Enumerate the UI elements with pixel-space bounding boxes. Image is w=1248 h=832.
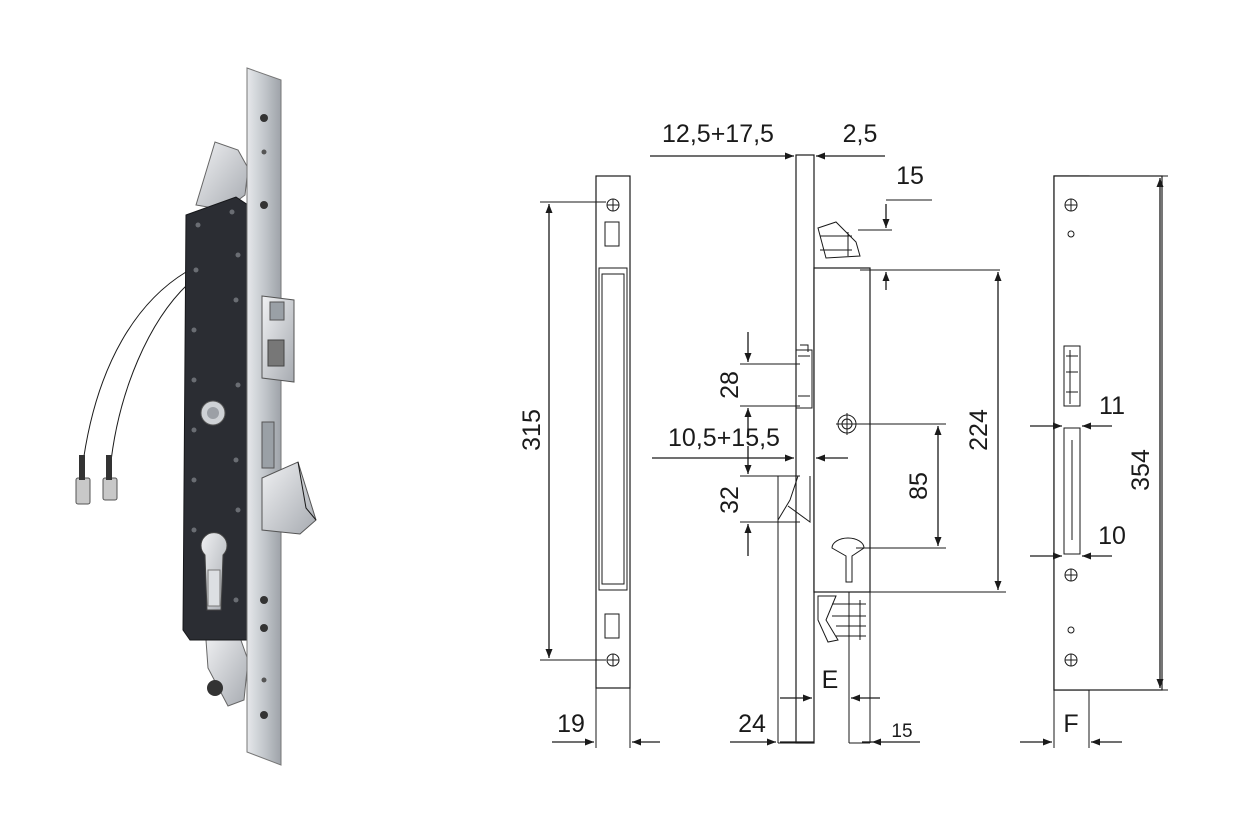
drawing-lock-side: 12,5+17,5 2,5 15 28 10,5+15,5 32 85 224 … [650,120,1006,746]
faceplate-screws [260,114,268,719]
dim-24: 24 [738,710,766,738]
cable-connector [102,477,118,501]
dim-10-5-15-5: 10,5+15,5 [668,424,780,452]
case-rivets [191,209,241,603]
dim-11: 11 [1099,392,1125,420]
cable-connector [75,477,91,505]
drawing-strike-front: 315 19 [518,175,660,748]
dim-f: F [1063,710,1078,738]
dim-15-depth: 15 [891,721,912,742]
dim-32: 32 [716,486,744,514]
dim-224: 224 [965,409,993,451]
faceplate [246,67,282,766]
dim-315: 315 [518,409,546,451]
latch-bolt [261,461,317,535]
cable [109,283,189,471]
dim-10: 10 [1098,522,1126,550]
dim-28: 28 [716,371,744,399]
dim-12-5-17-5: 12,5+17,5 [662,120,774,148]
dim-19: 19 [557,710,585,738]
dim-2-5: 2,5 [843,120,878,148]
dim-15-hook: 15 [896,162,924,190]
cable [81,271,187,471]
lock-product-illustration [75,67,317,766]
screw-symbol [606,198,620,667]
dim-354: 354 [1127,449,1155,491]
screw-symbol [1064,198,1078,667]
drawing-faceplate-front: 354 11 10 F [1020,175,1168,748]
dim-85: 85 [905,472,933,500]
dim-e: E [822,666,839,694]
